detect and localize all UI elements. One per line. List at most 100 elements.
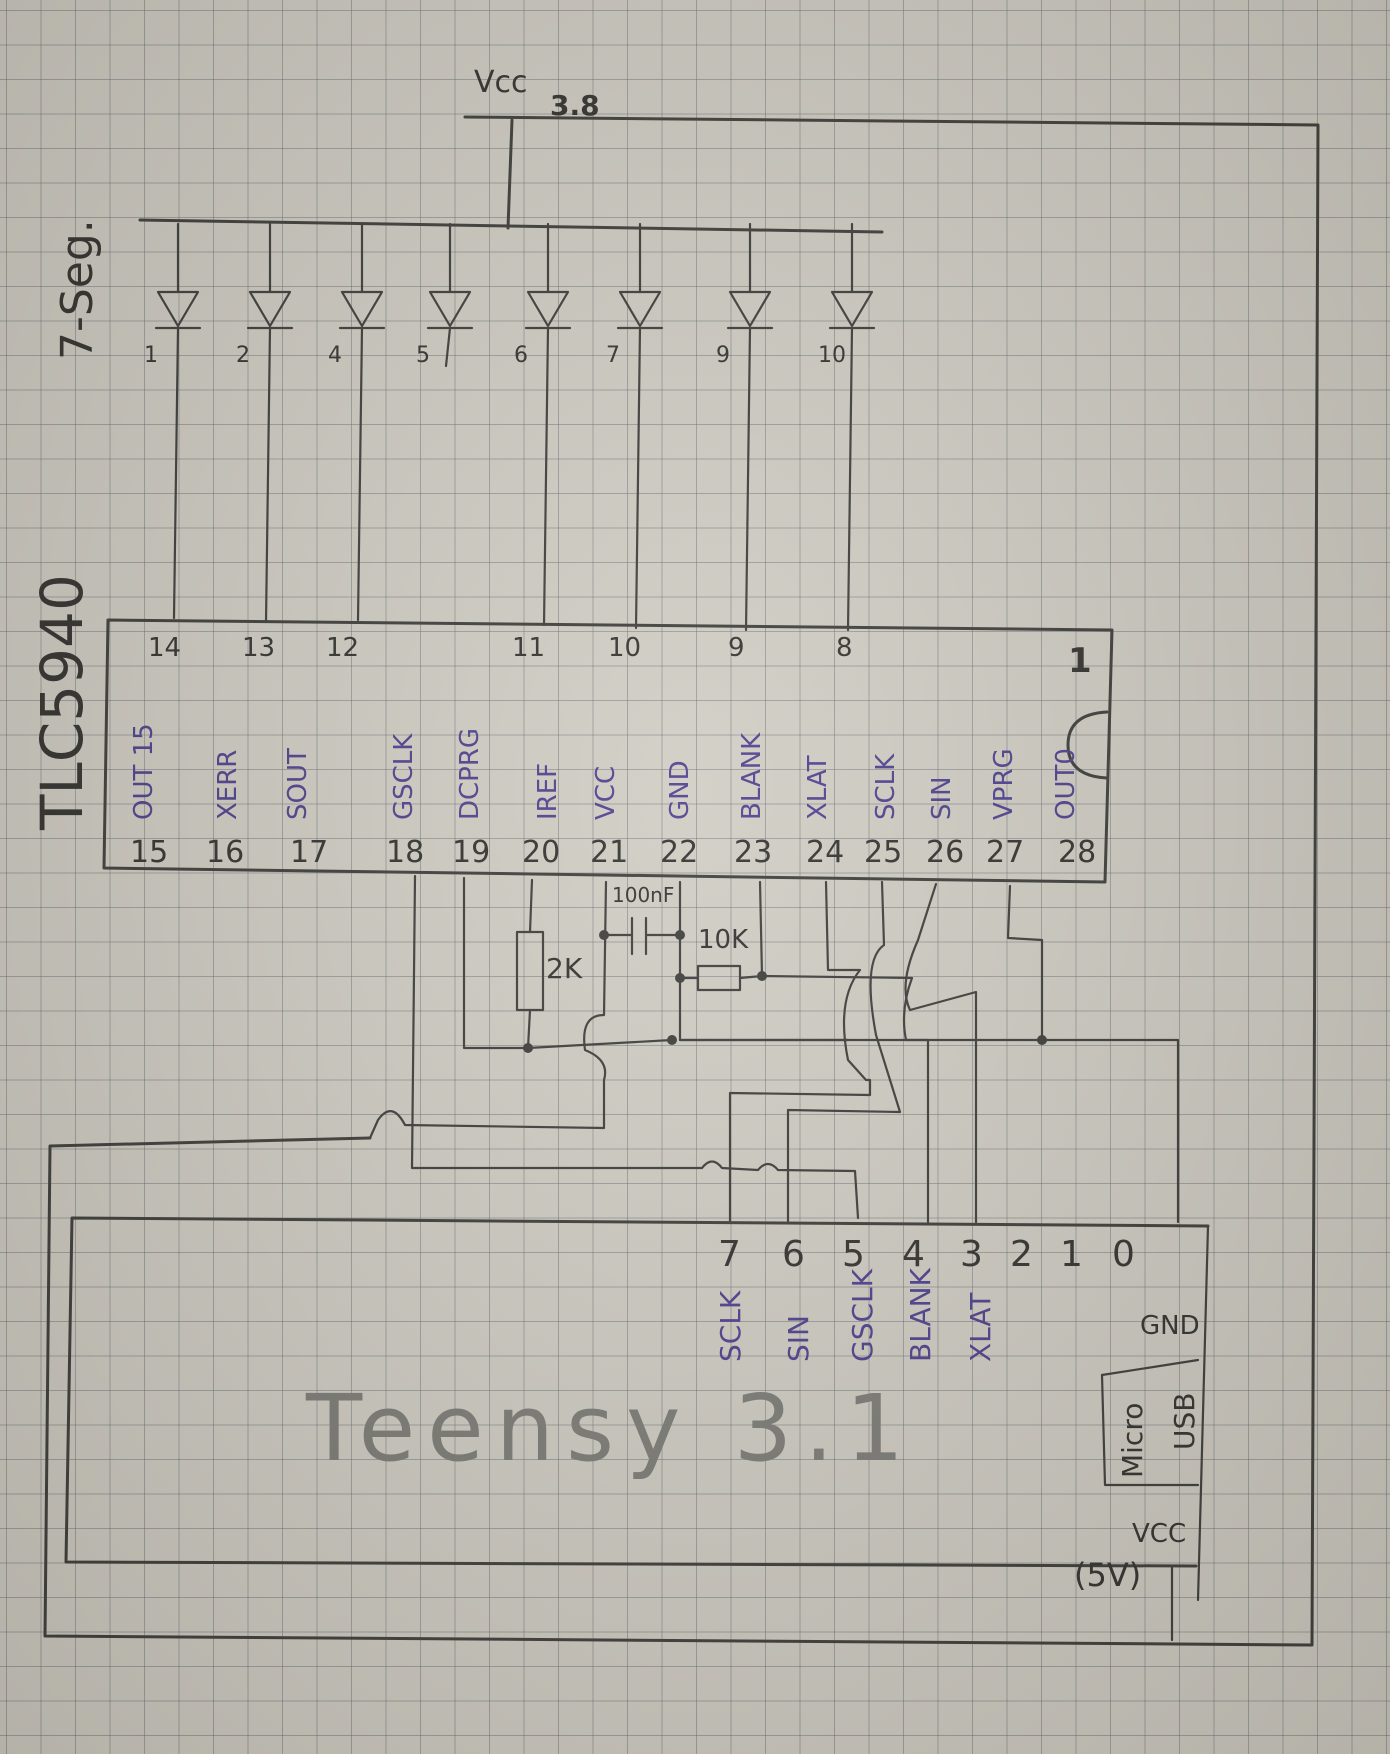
chip-pin-number: 1 — [1068, 641, 1092, 681]
wire-sclk — [786, 880, 902, 1224]
wire-gsclk-chip — [410, 874, 704, 1170]
wire-chip-gnd — [678, 880, 850, 1042]
teensy-signal-label: XLAT — [964, 1292, 997, 1362]
teensy-signal-label: SIN — [782, 1315, 815, 1362]
teensy-outline — [64, 1216, 1210, 1568]
wire-iref — [528, 878, 534, 934]
usb-label-micro: Micro — [1116, 1403, 1149, 1478]
chip-pin-number: 14 — [148, 633, 181, 663]
chip-pin-number: 8 — [836, 633, 853, 663]
teensy-pin-number: 0 — [1112, 1234, 1135, 1275]
chip-signal-label: SCLK — [871, 753, 901, 820]
led-segment-1: 1 — [144, 222, 202, 620]
resistor-2k-label: 2K — [546, 952, 583, 985]
node-cap-vcc — [599, 930, 609, 940]
led-segment-7: 7 — [606, 222, 664, 630]
teensy-pin-number: 6 — [782, 1234, 805, 1275]
chip-signal-label: GSCLK — [389, 733, 419, 820]
chip-signal-label: VPRG — [989, 748, 1019, 820]
teensy-board: Teensy 3.1 Micro USB GND VCC (5V) — [64, 1216, 1210, 1642]
led-cathode-stub — [444, 326, 452, 368]
chip-pin-number: 23 — [734, 835, 772, 870]
led-segment-number: 5 — [416, 343, 430, 368]
led-cathode-wire — [846, 326, 854, 632]
led-segment-5: 5 — [416, 222, 474, 368]
chip-signal-label: SOUT — [283, 748, 313, 820]
chip-pin-number: 15 — [130, 835, 168, 870]
chip-label: TLC5940 — [28, 574, 96, 831]
led-segment-number: 10 — [818, 343, 846, 368]
chip-pin-number: 11 — [512, 633, 545, 663]
diode-icon — [618, 290, 662, 328]
wire-chip-vcc — [368, 880, 608, 1140]
led-segment-10: 10 — [818, 222, 876, 632]
wire-dcprg — [462, 876, 530, 1050]
wire-sin — [904, 882, 978, 1224]
led-cathode-wire — [634, 326, 642, 630]
chip-pin-number: 17 — [290, 835, 328, 870]
chip-pin-number: 10 — [608, 633, 641, 663]
chip-signal-label: XLAT — [803, 755, 833, 820]
teensy-gnd-label: GND — [1140, 1311, 1200, 1341]
chip-signal-label: OUT 15 — [129, 723, 159, 820]
teensy-pin-number: 7 — [718, 1234, 741, 1275]
led-common-anode-bus — [138, 218, 884, 234]
node-gnd — [667, 1035, 677, 1045]
chip-pin-number: 18 — [386, 835, 424, 870]
vcc-drop-wire — [506, 118, 514, 230]
diode-icon — [248, 290, 292, 328]
chip-signal-label: DCPRG — [455, 728, 485, 820]
led-cathode-wire — [172, 326, 180, 620]
led-segment-number: 2 — [236, 343, 250, 368]
capacitor-100nf — [602, 916, 682, 956]
chip-pin-number: 27 — [986, 835, 1024, 870]
chip-pin-number: 22 — [660, 835, 698, 870]
chip-outline — [102, 618, 1114, 884]
usb-label-usb: USB — [1168, 1393, 1201, 1450]
chip-pin-number: 28 — [1058, 835, 1096, 870]
led-segment-6: 6 — [514, 222, 572, 627]
chip-notch — [1066, 710, 1109, 780]
led-cathode-wire — [744, 326, 752, 632]
teensy-pin-number: 2 — [1010, 1234, 1033, 1275]
led-segment-2: 2 — [236, 222, 294, 624]
diode-icon — [156, 290, 200, 328]
teensy-outline-right — [1196, 1224, 1210, 1602]
teensy-signal-label: GSCLK — [846, 1268, 879, 1362]
wire-gsclk-to-teensy — [700, 1160, 860, 1220]
diode-icon — [526, 290, 570, 328]
resistor-10k-label: 10K — [698, 925, 749, 955]
chip-pin-number: 20 — [522, 835, 560, 870]
chip-pin-number: 12 — [326, 633, 359, 663]
chip-signal-label: IREF — [533, 763, 563, 820]
chip-signal-label: OUT0 — [1051, 748, 1081, 820]
usb-box — [1100, 1373, 1200, 1487]
chip-signal-label: VCC — [591, 766, 621, 820]
diode-icon — [830, 290, 874, 328]
teensy-pin-number: 1 — [1060, 1234, 1083, 1275]
chip-pin-number: 19 — [452, 835, 490, 870]
diode-icon — [728, 290, 772, 328]
diode-icon — [428, 290, 472, 328]
led-segment-number: 1 — [144, 343, 158, 368]
display-label: 7-Seg. — [52, 219, 103, 360]
chip-bottom-wiring: 2K 100nF 10K — [368, 874, 1180, 1224]
teensy-vcc-volt: (5V) — [1074, 1556, 1141, 1594]
led-segment-number: 6 — [514, 343, 528, 368]
wire-xlat — [728, 880, 872, 1224]
node-iref — [523, 1043, 533, 1053]
vcc-supply: Vcc 3.8 — [43, 65, 1320, 1647]
teensy-label: Teensy 3.1 — [305, 1375, 916, 1482]
teensy-pin-number: 5 — [842, 1234, 865, 1275]
chip-signal-label: XERR — [213, 750, 243, 820]
led-segment-number: 9 — [716, 343, 730, 368]
led-segment-number: 4 — [328, 343, 342, 368]
chip-pin-number: 25 — [864, 835, 902, 870]
led-segment-9: 9 — [716, 222, 774, 632]
led-segment-4: 4 — [328, 222, 386, 622]
